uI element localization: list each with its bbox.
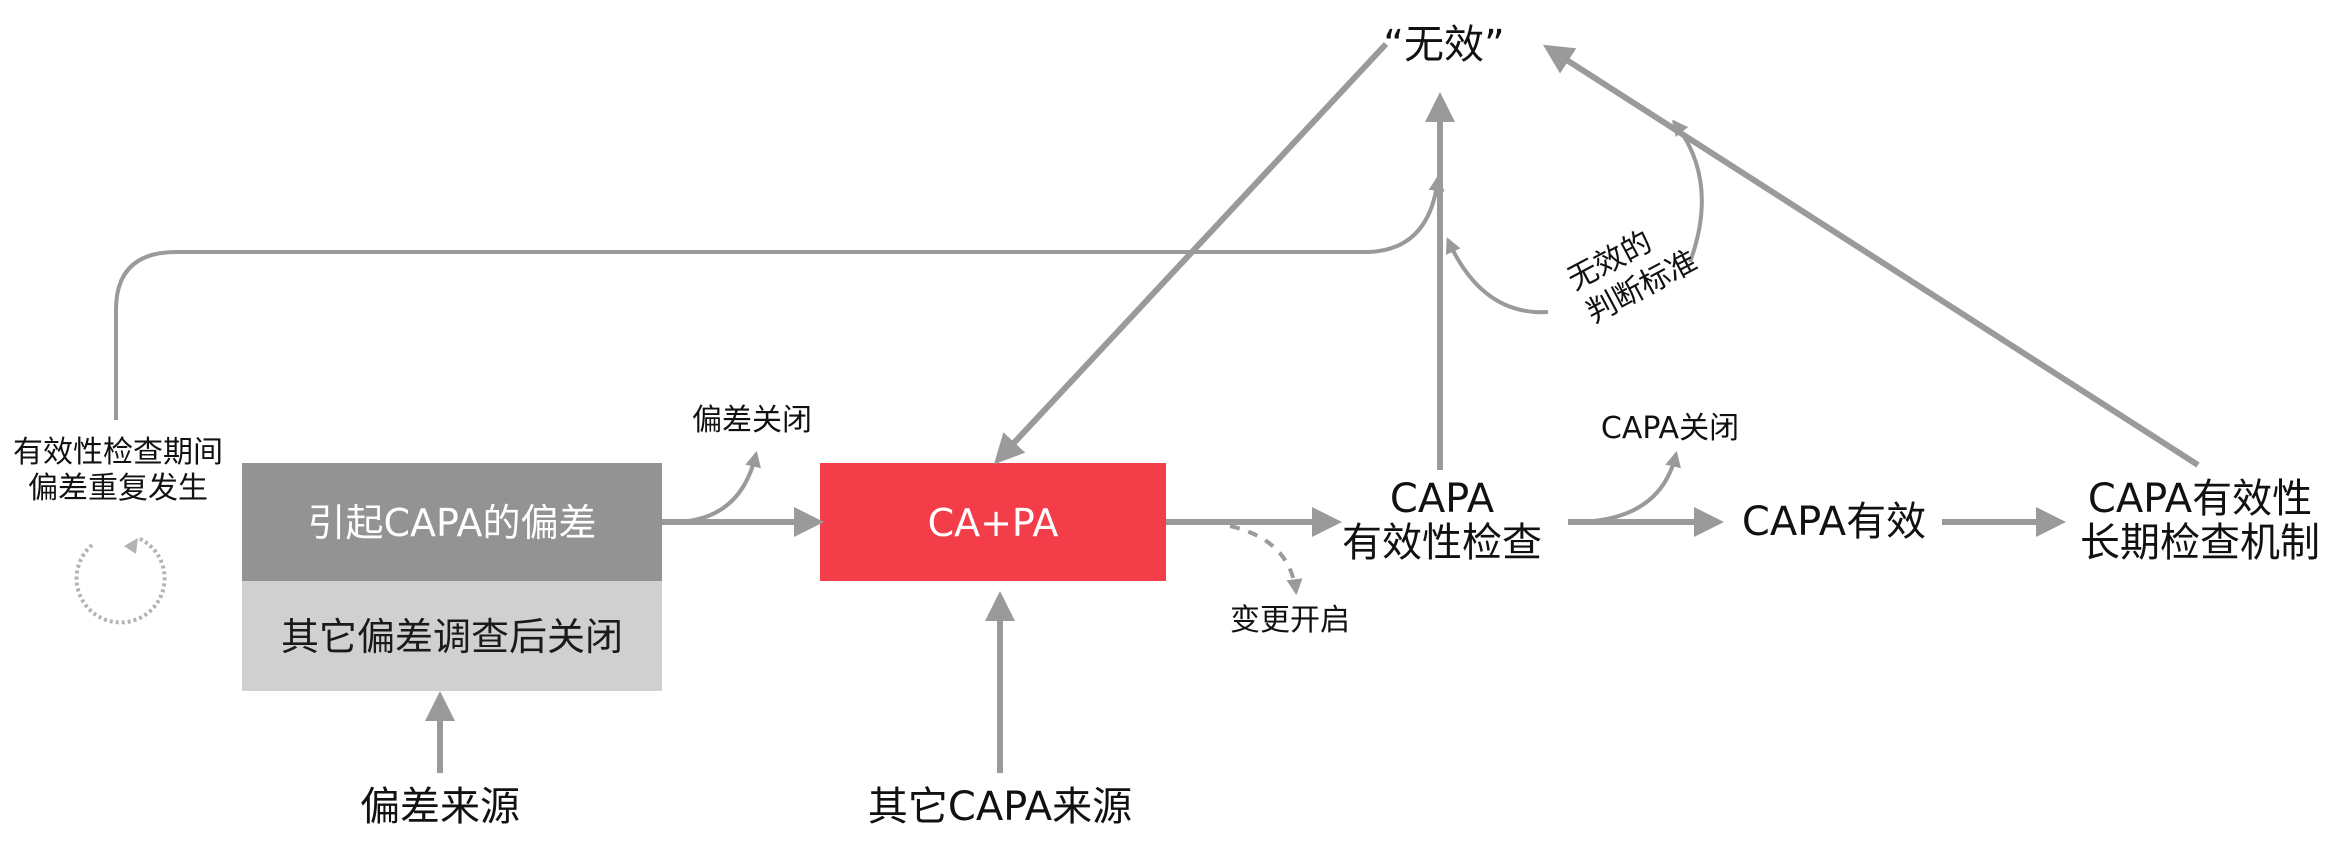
arrow-capa-closed (1567, 450, 1681, 525)
recurrence-label-line2: 偏差重复发生 (28, 471, 208, 506)
long-term-label-line2: 长期检查机制 (2080, 520, 2320, 566)
other-deviation-box (242, 581, 662, 691)
effectiveness-check-label-line1: CAPA (1390, 476, 1495, 522)
capa-box (820, 463, 1166, 581)
invalid-criteria-label: 无效的 判断标准 (1562, 224, 1703, 330)
deviation-source-label: 偏差来源 (360, 784, 520, 830)
circular-refresh-icon (74, 536, 167, 625)
recurrence-label-line1: 有效性检查期间 (13, 435, 223, 470)
invalid-label: “无效” (1383, 22, 1504, 68)
arrow-deviation-closed (667, 450, 761, 525)
deviation-closed-label: 偏差关闭 (692, 403, 812, 438)
other-capa-source-label: 其它CAPA来源 (868, 784, 1132, 830)
arrow-recurrence-to-invalid (114, 174, 1445, 420)
other-deviation-box-label: 其它偏差调查后关闭 (281, 615, 623, 659)
arrow-change-opened (1229, 524, 1303, 596)
long-term-label-line1: CAPA有效性 (2088, 476, 2312, 522)
deviation-box (242, 463, 662, 581)
effectiveness-check-label-line2: 有效性检查 (1342, 520, 1542, 566)
change-opened-label: 变更开启 (1230, 603, 1350, 638)
arrow-longterm-to-invalid (1542, 44, 2200, 468)
capa-closed-label: CAPA关闭 (1601, 411, 1739, 446)
capa-effective-label: CAPA有效 (1742, 499, 1926, 545)
deviation-box-label: 引起CAPA的偏差 (307, 501, 596, 545)
arrow-criteria-to-invalid (1672, 119, 1704, 263)
arrow-criteria-to-check (1445, 237, 1549, 315)
capa-box-label: CA+PA (928, 501, 1059, 545)
